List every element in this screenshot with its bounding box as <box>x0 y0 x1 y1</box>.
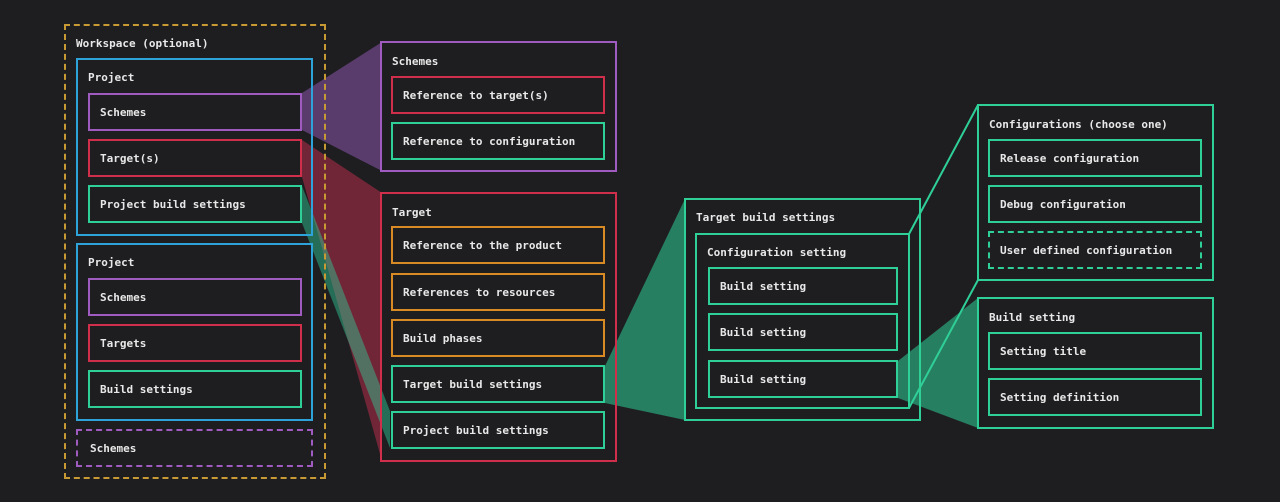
project1-schemes[interactable]: Schemes <box>88 93 302 131</box>
target-panel-title: Target <box>392 206 432 219</box>
target-build-settings-panel <box>684 198 921 421</box>
workspace-title: Workspace (optional) <box>76 37 209 50</box>
reference-to-configuration[interactable]: Reference to configuration <box>391 122 605 160</box>
project1-targets[interactable]: Target(s) <box>88 139 302 177</box>
schemes-connector <box>302 42 382 171</box>
build-setting-2[interactable]: Build setting <box>708 313 898 351</box>
project2-schemes[interactable]: Schemes <box>88 278 302 316</box>
project-box-1 <box>76 58 313 236</box>
project-box-2 <box>76 243 313 421</box>
configuration-setting-box <box>695 233 910 409</box>
project-title-1: Project <box>88 71 135 84</box>
workspace-schemes[interactable]: Schemes <box>76 429 313 467</box>
schemes-panel-title: Schemes <box>392 55 439 68</box>
build-setting-connector <box>898 298 978 428</box>
project1-build-settings[interactable]: Project build settings <box>88 185 302 223</box>
targets-connector <box>302 140 382 461</box>
user-defined-configuration[interactable]: User defined configuration <box>988 231 1202 269</box>
build-setting-3[interactable]: Build setting <box>708 360 898 398</box>
workspace-box <box>64 24 326 479</box>
build-setting-panel-title: Build setting <box>989 311 1076 324</box>
schemes-panel <box>380 41 617 172</box>
configurations-title: Configurations (choose one) <box>989 118 1168 131</box>
reference-to-targets[interactable]: Reference to target(s) <box>391 76 605 114</box>
project-build-settings-item[interactable]: Project build settings <box>391 411 605 449</box>
build-phases[interactable]: Build phases <box>391 319 605 357</box>
configuration-setting-title: Configuration setting <box>707 246 847 259</box>
project-title-2: Project <box>88 256 135 269</box>
target-build-settings-title: Target build settings <box>696 211 836 224</box>
references-to-resources[interactable]: References to resources <box>391 273 605 311</box>
build-setting-panel <box>977 297 1214 429</box>
project2-build-settings[interactable]: Build settings <box>88 370 302 408</box>
target-panel <box>380 192 617 462</box>
project2-targets[interactable]: Targets <box>88 324 302 362</box>
setting-title[interactable]: Setting title <box>988 332 1202 370</box>
reference-to-product[interactable]: Reference to the product <box>391 226 605 264</box>
target-build-settings-item[interactable]: Target build settings <box>391 365 605 403</box>
release-configuration[interactable]: Release configuration <box>988 139 1202 177</box>
build-setting-1[interactable]: Build setting <box>708 267 898 305</box>
setting-definition[interactable]: Setting definition <box>988 378 1202 416</box>
target-build-settings-connector <box>605 199 685 420</box>
debug-configuration[interactable]: Debug configuration <box>988 185 1202 223</box>
configurations-panel <box>977 104 1214 281</box>
